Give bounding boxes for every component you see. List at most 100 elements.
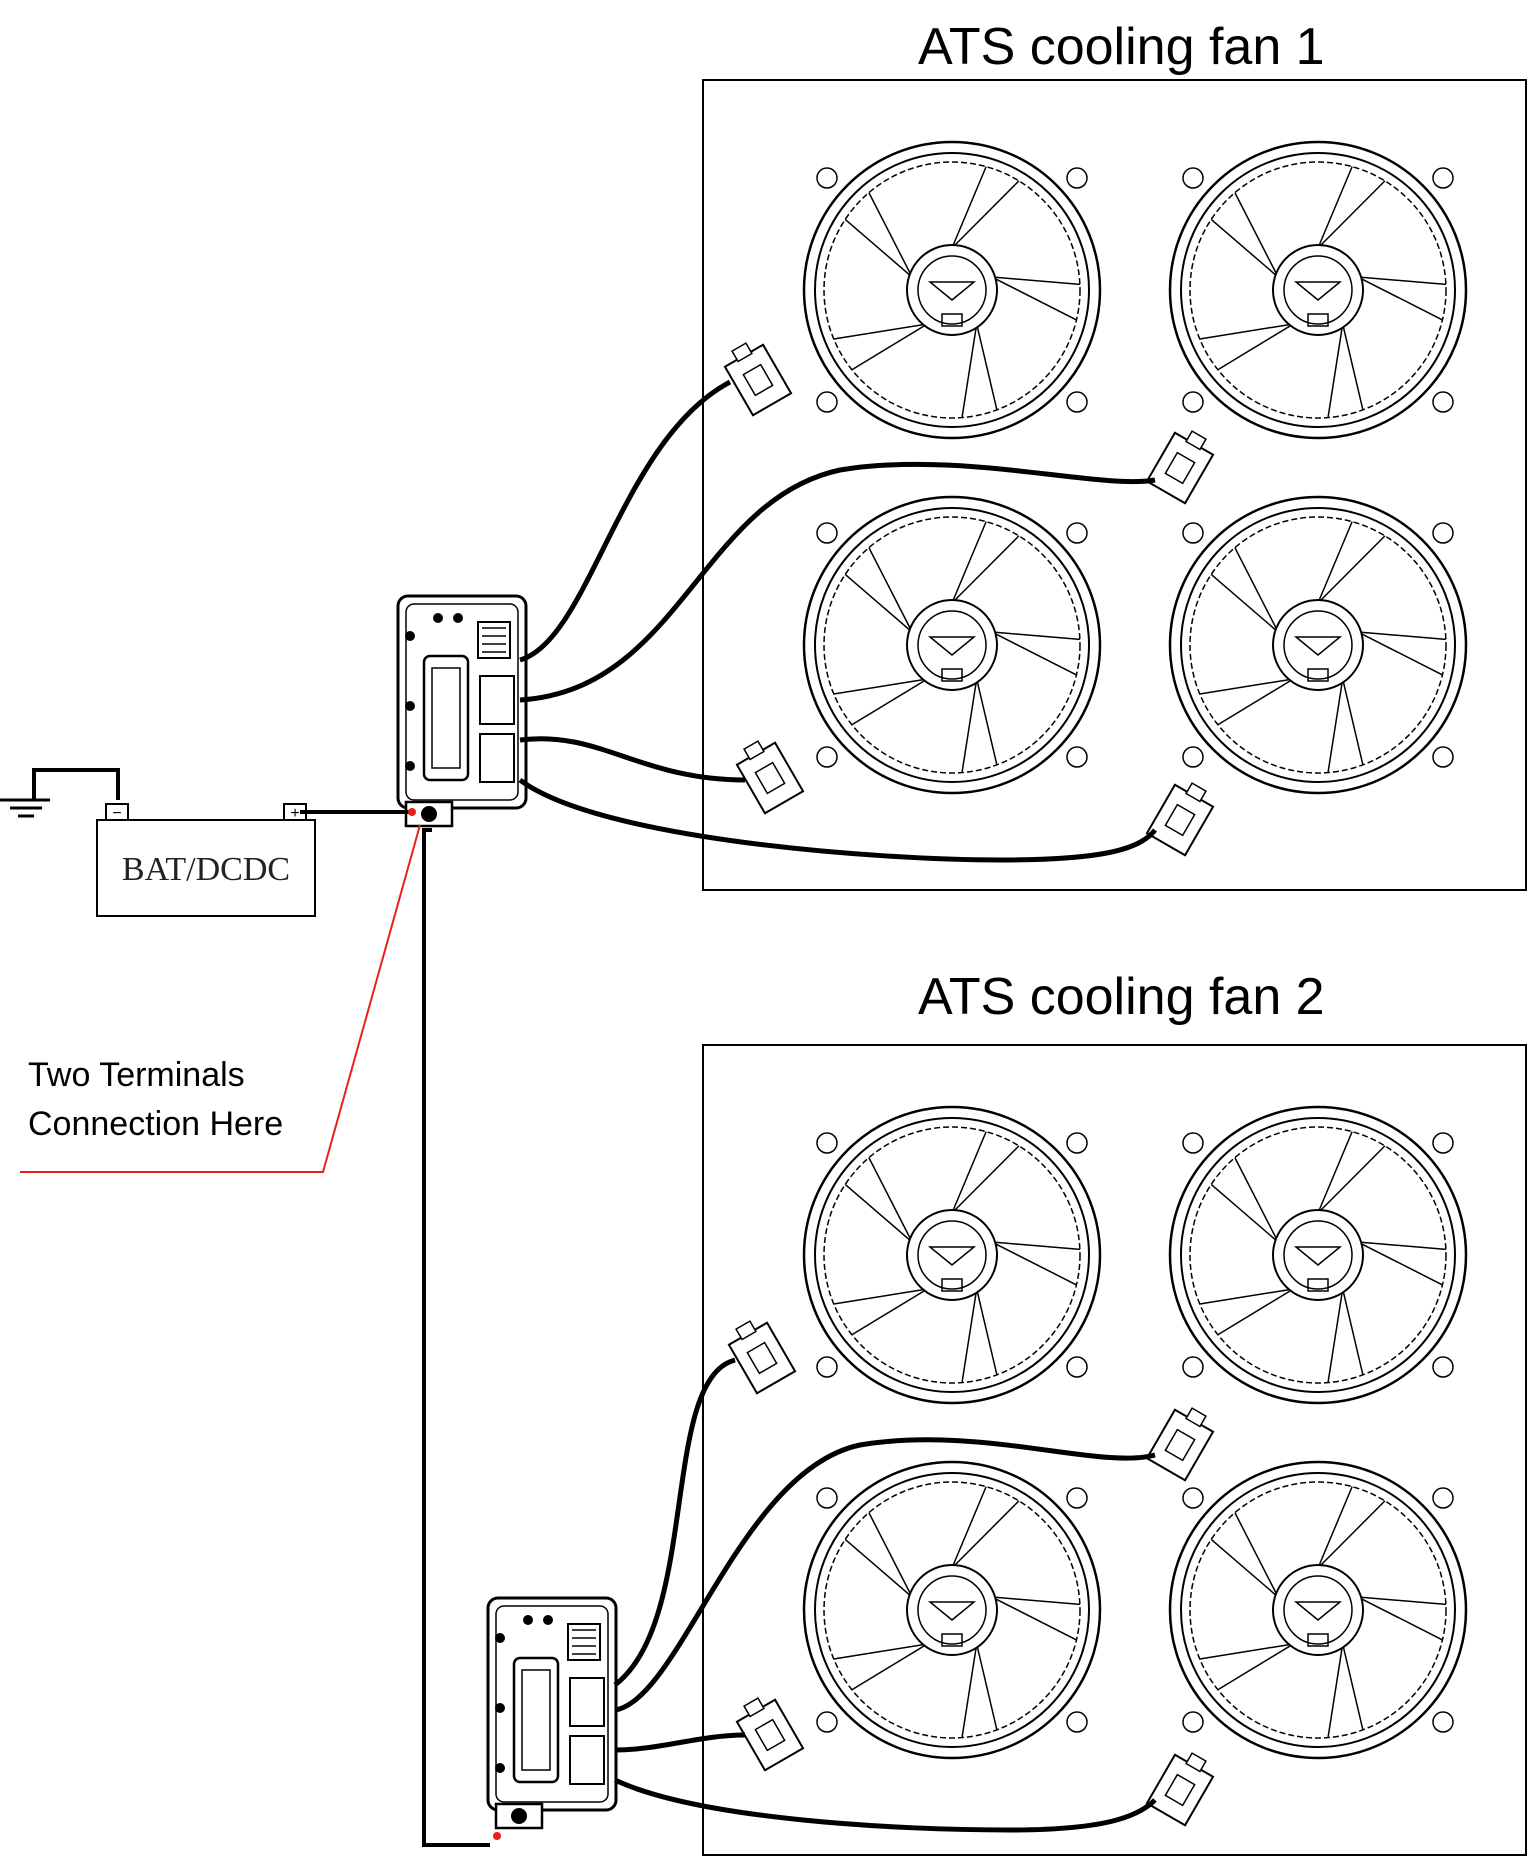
fan-mount-hole xyxy=(1182,1132,1204,1154)
fan-inner-ring xyxy=(814,507,1090,783)
fan-hub xyxy=(906,599,998,691)
fan-outer-ring xyxy=(802,1105,1102,1405)
fan-blade xyxy=(1327,323,1364,418)
fan-blade xyxy=(961,1643,998,1738)
controller-box xyxy=(486,1596,618,1830)
connector-socket xyxy=(1164,451,1196,485)
controller-mount-hole xyxy=(495,1763,505,1773)
fan-hub-inner xyxy=(917,610,987,680)
fan-hub-inner xyxy=(917,255,987,325)
fan-mount-hole xyxy=(816,1356,838,1378)
fan-hub-bracket xyxy=(927,1601,977,1621)
fan-shroud xyxy=(823,1481,1081,1739)
fan-blade xyxy=(1210,1157,1279,1243)
fan-outer-ring xyxy=(1168,140,1468,440)
fan-outer-ring xyxy=(1168,495,1468,795)
callout-line xyxy=(20,824,421,1173)
fan-blade xyxy=(1357,1241,1446,1286)
connector-socket xyxy=(1164,1773,1196,1807)
fan-hub-inner xyxy=(1283,1575,1353,1645)
fan-mount-hole xyxy=(1066,1487,1088,1509)
controller-output-port xyxy=(569,1735,605,1785)
fan-hub-inner xyxy=(917,1575,987,1645)
fan-blade xyxy=(1210,547,1279,633)
fan-blade xyxy=(961,323,998,418)
fan-mount-hole xyxy=(816,1711,838,1733)
fan-hub-tab xyxy=(1307,668,1329,682)
fan-shroud xyxy=(823,1126,1081,1384)
fan-blade xyxy=(1357,276,1446,321)
fan-shroud xyxy=(1189,161,1447,419)
fan-blade xyxy=(1327,1643,1364,1738)
fan-blade xyxy=(951,1486,1020,1569)
fan-blade xyxy=(833,678,928,726)
controller-output-port xyxy=(479,675,515,725)
wire-fan-3 xyxy=(519,736,746,783)
fan-blade xyxy=(833,323,928,371)
fan-mount-hole xyxy=(1066,391,1088,413)
fan-blade xyxy=(1199,1643,1294,1691)
fan-mount-hole xyxy=(1066,1132,1088,1154)
fan-shroud xyxy=(823,161,1081,419)
fan-hub-tab xyxy=(941,668,963,682)
fan-hub xyxy=(906,1564,998,1656)
fan-blade xyxy=(951,521,1020,604)
wire-fan-5 xyxy=(613,1357,736,1687)
fan-hub-tab xyxy=(941,1278,963,1292)
controller-signal-port xyxy=(567,1623,601,1661)
connector-socket xyxy=(754,1718,786,1752)
fan-mount-hole xyxy=(1432,1487,1454,1509)
fan-mount-hole xyxy=(1182,522,1204,544)
fan-blade xyxy=(844,547,913,633)
connector-latch xyxy=(1185,782,1207,803)
fans-group xyxy=(802,140,1468,1760)
controller-mount-hole xyxy=(495,1703,505,1713)
fan-icon xyxy=(802,140,1102,440)
fan-mount-hole xyxy=(816,1487,838,1509)
panel-2-title: ATS cooling fan 2 xyxy=(918,968,1325,1026)
battery-box: − + BAT/DCDC xyxy=(96,803,316,917)
fan-mount-hole xyxy=(1432,391,1454,413)
fan-hub-tab xyxy=(941,313,963,327)
fan-hub-bracket xyxy=(927,1246,977,1266)
connector-socket xyxy=(754,761,786,795)
fan-blade xyxy=(833,1288,928,1336)
wire-fan-8 xyxy=(613,1777,1157,1833)
fan-icon xyxy=(802,1105,1102,1405)
wire-fan-1 xyxy=(519,379,732,663)
fan-outer-ring xyxy=(1168,1460,1468,1760)
fan-mount-hole xyxy=(1066,1711,1088,1733)
fan-hub-bracket xyxy=(1293,636,1343,656)
connector-latch xyxy=(743,740,765,761)
fan-mount-hole xyxy=(1182,167,1204,189)
fan-hub xyxy=(1272,1209,1364,1301)
fan-mount-hole xyxy=(816,391,838,413)
fan-icon xyxy=(802,495,1102,795)
fan-blade xyxy=(951,1131,1020,1214)
ground-icon xyxy=(0,798,50,818)
fan-hub-inner xyxy=(1283,610,1353,680)
fan-shroud xyxy=(823,516,1081,774)
controller-fuse xyxy=(521,1669,551,1771)
fan-outer-ring xyxy=(1168,1105,1468,1405)
fan-icon xyxy=(802,1460,1102,1760)
battery-negative-terminal xyxy=(105,803,129,821)
fan-hub xyxy=(906,244,998,336)
fan-hub xyxy=(1272,244,1364,336)
fan-mount-hole xyxy=(1066,1356,1088,1378)
controller-inner xyxy=(495,1605,609,1803)
fan-blade xyxy=(1210,1512,1279,1598)
connector-latch xyxy=(735,1320,757,1341)
fan-icon xyxy=(1168,1105,1468,1405)
fan-shroud xyxy=(1189,1481,1447,1739)
fan-panel-1-frame xyxy=(702,79,1527,891)
controller-box xyxy=(396,594,528,828)
connectors-group xyxy=(723,342,1215,1827)
fan-blade xyxy=(961,1288,998,1383)
fan-shroud xyxy=(1189,1126,1447,1384)
fan-blade xyxy=(991,1241,1080,1286)
wire-fan-2 xyxy=(519,461,1156,703)
fan-blade xyxy=(844,1512,913,1598)
fan-mount-hole xyxy=(1432,746,1454,768)
